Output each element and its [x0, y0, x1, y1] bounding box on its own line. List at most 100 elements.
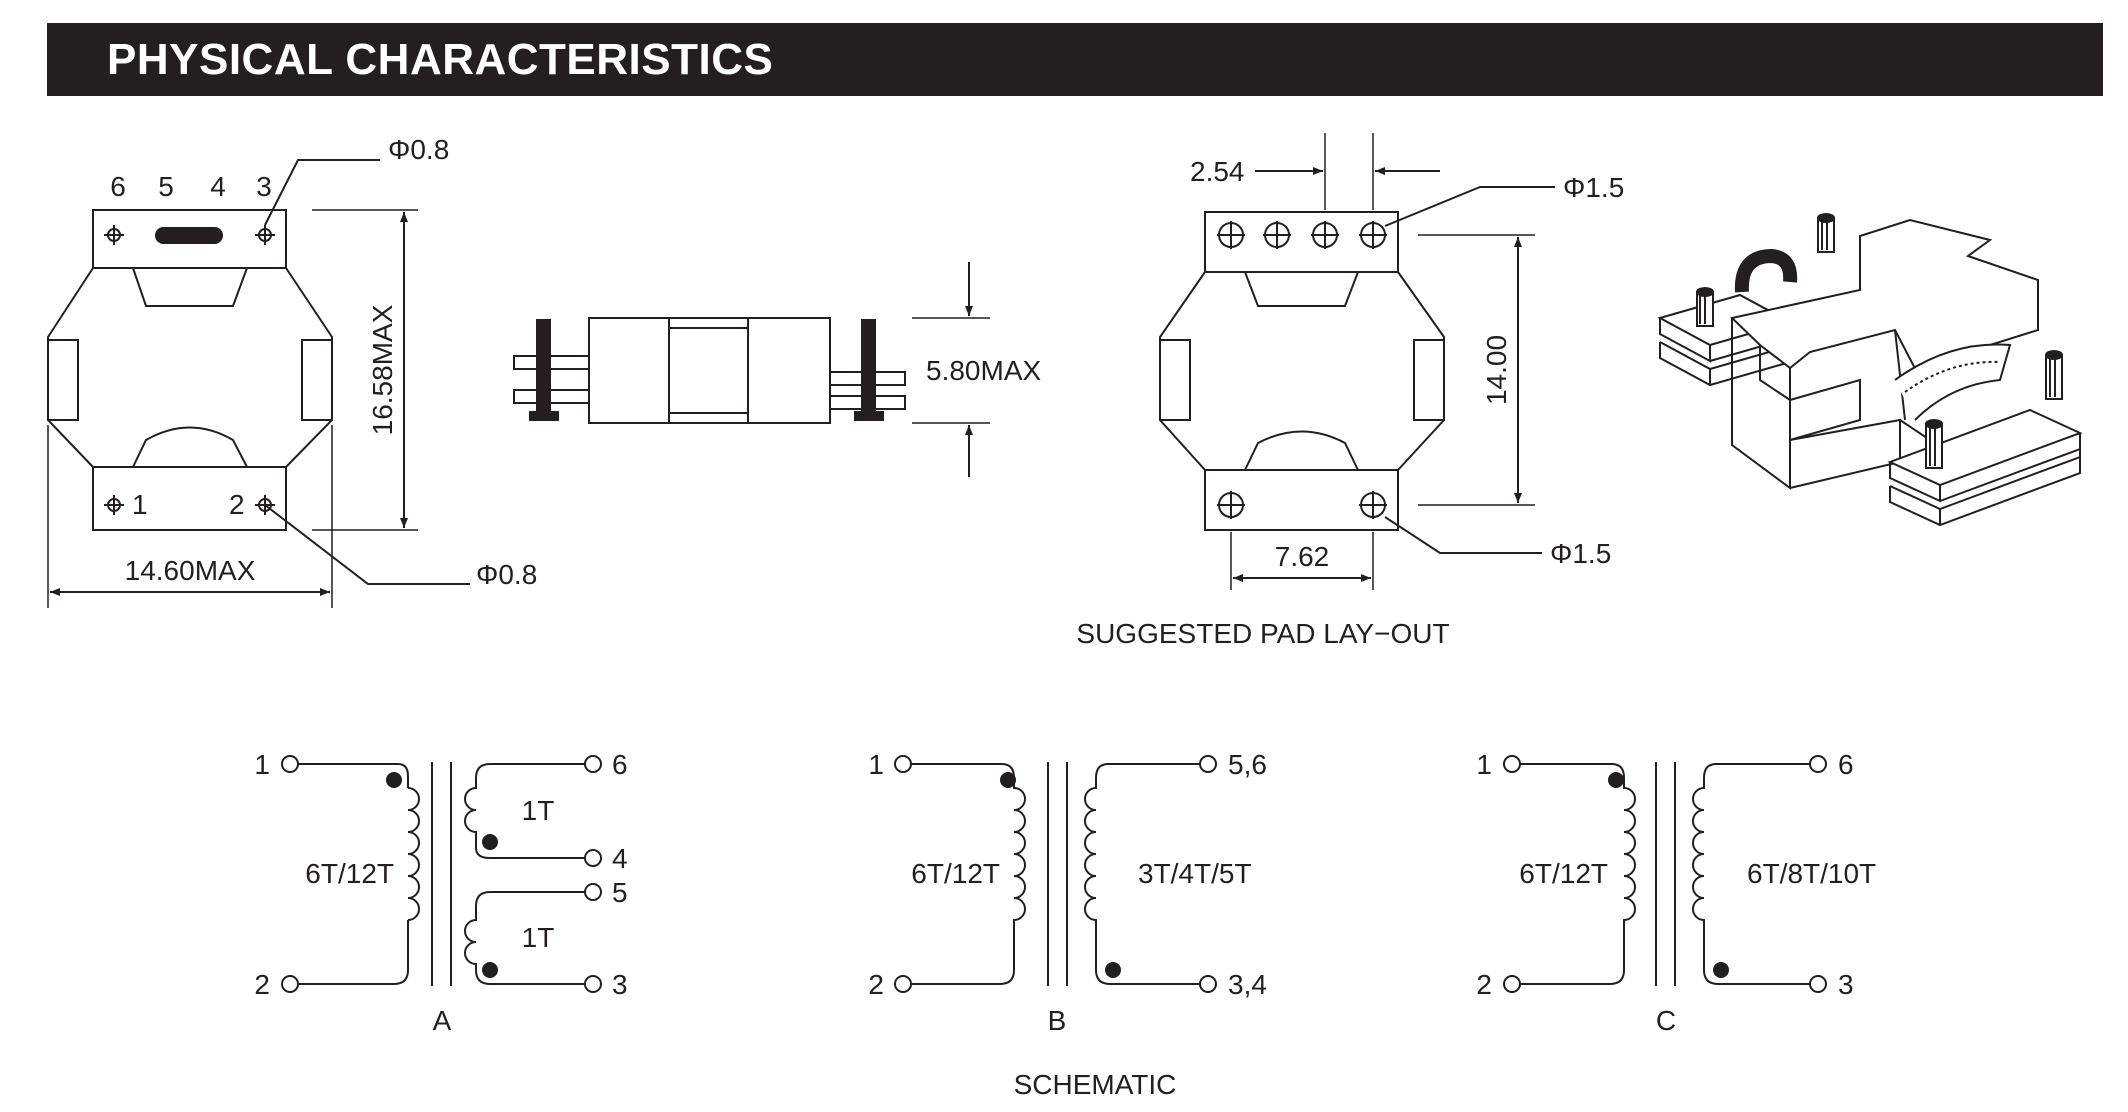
a-pin2-label: 2	[254, 969, 270, 1000]
pin3-hole-icon	[255, 225, 275, 245]
row-spacing-dim-label: 14.00	[1481, 335, 1512, 405]
right-pin	[861, 319, 876, 421]
a-primary-winding	[407, 787, 420, 921]
pad-hole-5-icon	[1263, 221, 1291, 249]
pad-bottom-bar	[1204, 469, 1399, 531]
section-title: PHYSICAL CHARACTERISTICS	[107, 35, 774, 84]
top-notch	[132, 267, 248, 307]
isometric-view	[1657, 213, 2083, 527]
iso-pin-icon	[1925, 419, 1943, 469]
height-dim-label: 16.58MAX	[367, 304, 398, 435]
a-sec2-turns: 1T	[522, 922, 555, 953]
pin-label-4: 4	[210, 171, 226, 202]
a-label: A	[433, 1005, 452, 1036]
c-pin2-label: 2	[1476, 969, 1492, 1000]
b-secondary-turns: 3T/4T/5T	[1138, 858, 1252, 889]
width-dim-label: 14.60MAX	[125, 555, 256, 586]
schematic-b: 1 2 6T/12T 3T/4T/5T 5,6 3,4 B	[868, 749, 1267, 1036]
iso-core-body	[1729, 218, 2039, 380]
b-label: B	[1048, 1005, 1067, 1036]
iso-pin-icon	[2045, 350, 2063, 400]
section-header: PHYSICAL CHARACTERISTICS	[47, 23, 2103, 96]
pad-hole-2-icon	[1359, 491, 1387, 519]
c-secondary-winding	[1692, 763, 1810, 985]
left-core-window	[47, 339, 79, 421]
b-pin-bottom-label: 3,4	[1228, 969, 1267, 1000]
c-pin-bottom-label: 3	[1838, 969, 1854, 1000]
pad-top-hole-leader	[1384, 186, 1555, 227]
pitch-dim-label: 2.54	[1190, 156, 1245, 187]
pin6-hole-icon	[104, 225, 124, 245]
b-pin2-label: 2	[868, 969, 884, 1000]
a-pin3-label: 3	[612, 969, 628, 1000]
pin-label-1: 1	[132, 489, 148, 520]
iso-pin-icon	[1817, 213, 1835, 253]
pad-body-outline	[1159, 271, 1445, 471]
a-primary-turns: 6T/12T	[305, 858, 394, 889]
pad-top-bar	[1204, 211, 1399, 273]
pad-top-hole-label: Φ1.5	[1563, 172, 1624, 203]
right-core-window	[301, 339, 333, 421]
schematic-caption: SCHEMATIC	[1014, 1069, 1177, 1100]
c-pin-top-label: 6	[1838, 749, 1854, 780]
c-primary-turns: 6T/12T	[1519, 858, 1608, 889]
schematic-a: 1 2 6T/12T 1T 1T 6 4 5 3 A	[254, 749, 627, 1036]
left-pin	[536, 319, 551, 421]
a-pin4-label: 4	[612, 843, 628, 874]
c-pin1-label: 1	[1476, 749, 1492, 780]
b-primary-winding	[911, 763, 1026, 985]
pin-label-6: 6	[110, 171, 126, 202]
side-view: 5.80MAX	[513, 262, 1041, 477]
bottom-spacing-dim-label: 7.62	[1275, 541, 1330, 572]
pin1-hole-icon	[104, 495, 124, 515]
a-pin5-label: 5	[612, 877, 628, 908]
c-secondary-dot	[1713, 962, 1729, 978]
b-pin2-terminal	[894, 975, 912, 993]
c-pin1-terminal	[1503, 755, 1521, 773]
pad-hole-3-icon	[1359, 221, 1387, 249]
c-secondary-turns: 6T/8T/10T	[1747, 858, 1876, 889]
pad-top-notch	[1244, 271, 1359, 307]
top-hole-leader	[264, 159, 380, 226]
pad-right-window	[1413, 339, 1445, 421]
pad-bottom-notch	[1244, 430, 1359, 471]
a-pin6-label: 6	[612, 749, 628, 780]
left-pin-foot	[529, 411, 559, 421]
iso-jumper-wire	[1734, 248, 1798, 293]
b-secondary-winding	[1084, 763, 1200, 985]
a-sec1-dot	[482, 834, 498, 850]
pad-bottom-hole-leader	[1384, 516, 1542, 554]
b-pin1-label: 1	[868, 749, 884, 780]
bottom-hole-dim-label: Φ0.8	[476, 559, 537, 590]
bottom-hole-leader	[264, 504, 470, 585]
a-primary-dot	[386, 772, 402, 788]
b-primary-dot	[1000, 772, 1016, 788]
left-flange-bottom	[513, 389, 590, 404]
left-flange-top	[513, 355, 590, 370]
body-outline	[47, 267, 333, 468]
iso-pin-icon	[1696, 287, 1714, 327]
side-body	[588, 317, 831, 424]
c-primary-dot	[1608, 772, 1624, 788]
pin-label-5: 5	[158, 171, 174, 202]
b-secondary-dot	[1105, 962, 1121, 978]
top-pin-bar	[92, 209, 287, 269]
pad-layout-caption: SUGGESTED PAD LAY−OUT	[1076, 618, 1449, 649]
a-pin2-terminal	[281, 975, 299, 993]
a-sec2-dot	[482, 962, 498, 978]
c-label: C	[1656, 1005, 1676, 1036]
a-secondary-winding-2	[464, 891, 585, 985]
jumper-wire	[155, 227, 223, 244]
side-height-label: 5.80MAX	[926, 355, 1041, 386]
b-pin1-terminal	[894, 755, 912, 773]
a-pin1-terminal	[281, 755, 299, 773]
pad-left-window	[1159, 339, 1191, 421]
pad-hole-4-icon	[1311, 221, 1339, 249]
a-secondary-winding-1	[464, 763, 585, 859]
c-primary-winding	[1520, 763, 1636, 985]
bottom-pin-bar	[92, 466, 287, 531]
a-sec1-turns: 1T	[522, 795, 555, 826]
pad-hole-1-icon	[1217, 491, 1245, 519]
right-pin-foot	[854, 411, 884, 421]
